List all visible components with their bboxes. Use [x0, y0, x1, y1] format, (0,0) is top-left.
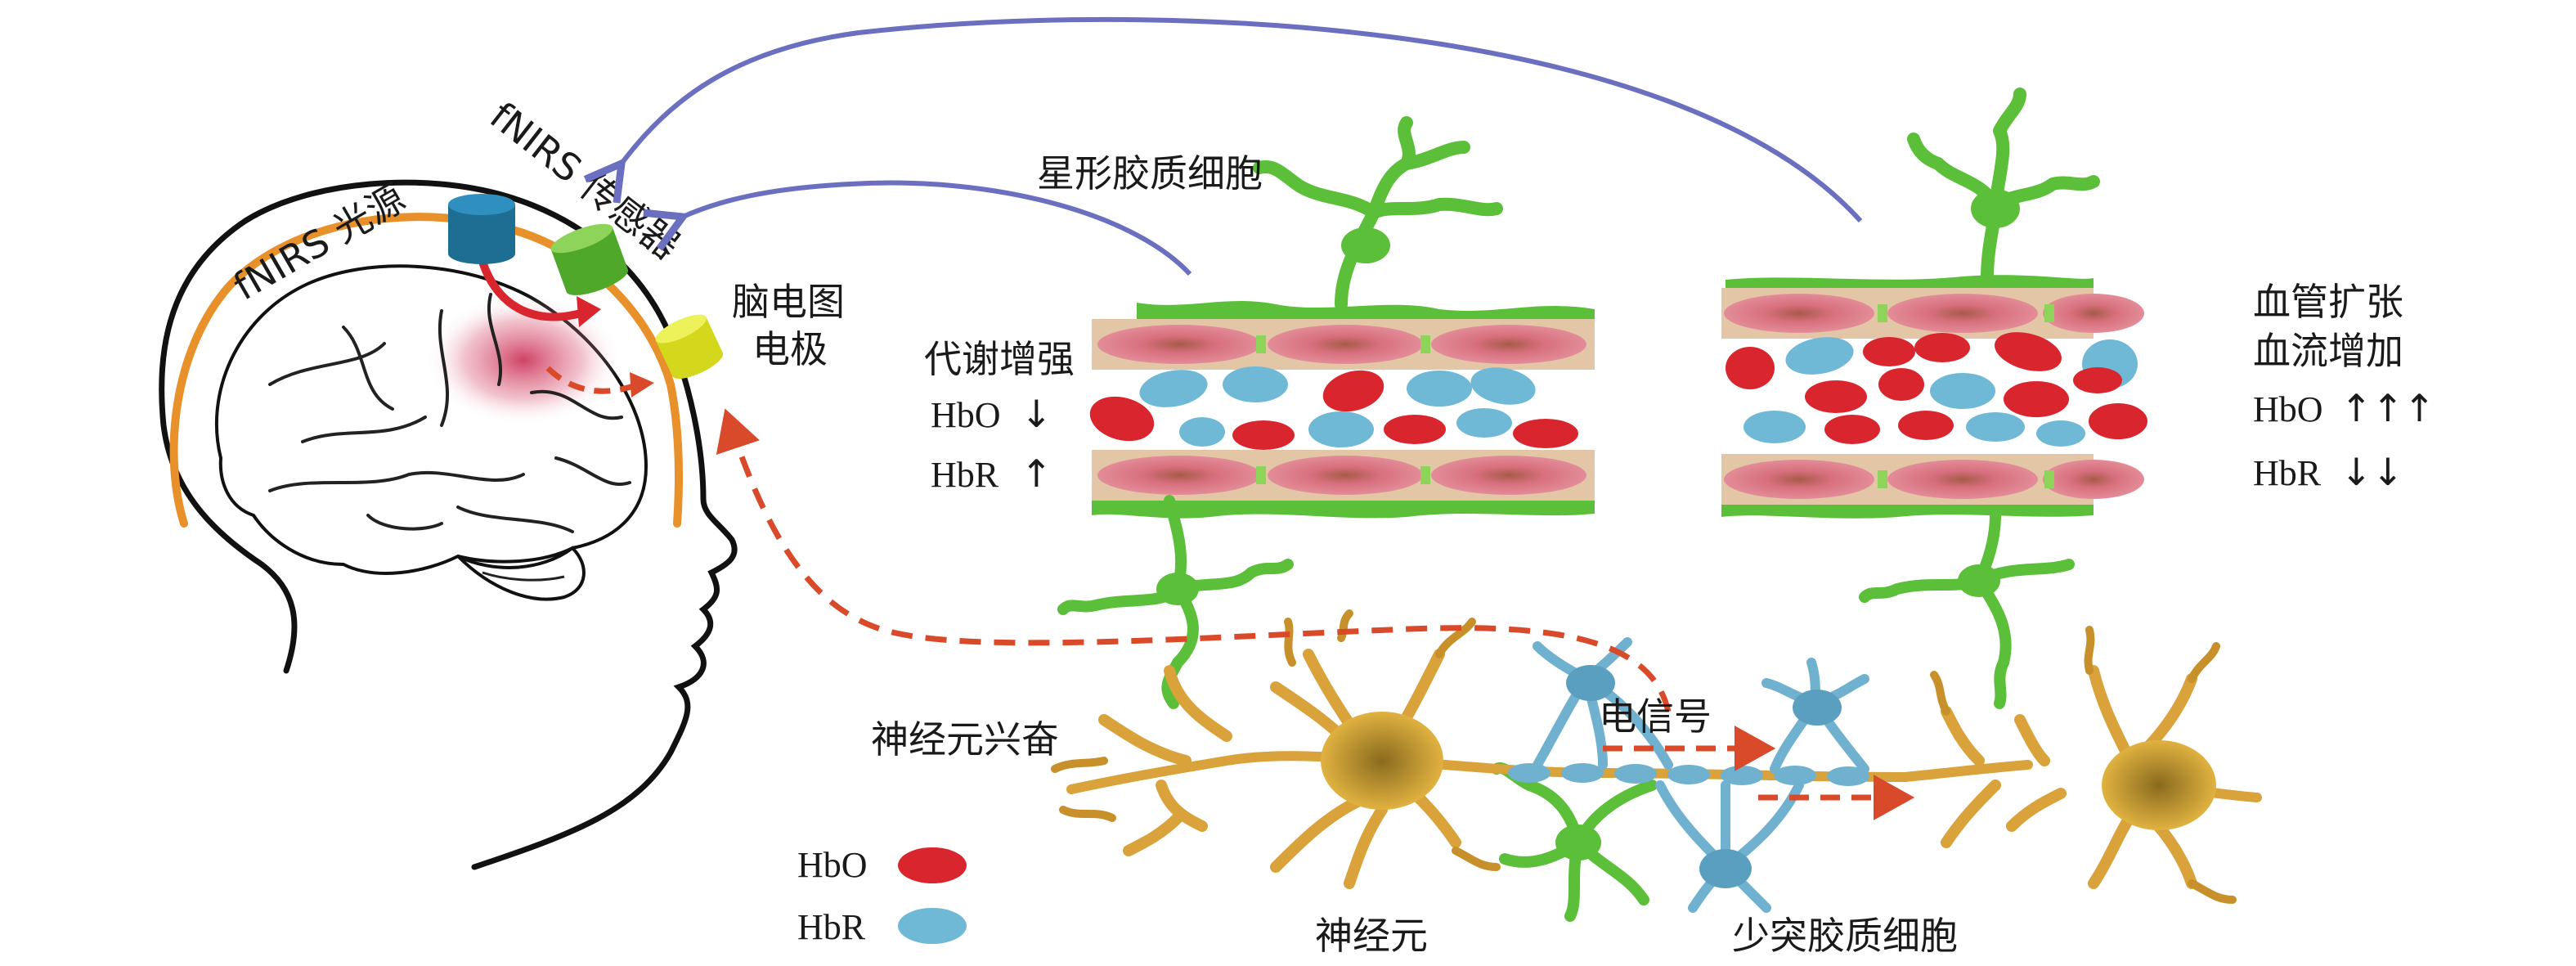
astrocyte-top-left	[1253, 116, 1503, 311]
neuron-soma-right	[2102, 740, 2216, 830]
label-oligodendrocyte: 少突胶质细胞	[1732, 914, 1958, 958]
label-astrocyte: 星形胶质细胞	[1037, 151, 1263, 195]
arrow-hbr-left: ↑	[1021, 452, 1052, 496]
oligodendrocyte-top	[1533, 637, 1673, 770]
myelin-sheath	[1508, 763, 1869, 786]
label-hbo-left: HbO	[931, 395, 1001, 435]
label-hbr-left: HbR	[931, 455, 999, 495]
label-bloodflow: 血流增加	[2253, 329, 2403, 373]
blood-cells-right	[1726, 332, 2147, 447]
neuron-soma-left	[1321, 712, 1443, 810]
vessel-right	[1721, 275, 2147, 519]
astrocyte-bottom-right	[1859, 510, 2075, 709]
fnirs-light-source	[448, 194, 515, 264]
fnirs-sensor	[550, 223, 629, 295]
arrow-hbo-left: ↓	[1021, 392, 1052, 436]
eeg-signal-arrow	[716, 408, 1672, 712]
label-neuron: 神经元	[1315, 914, 1428, 958]
neuron-right	[1901, 626, 2262, 904]
arrow-hbr-right: ↓↓	[2340, 450, 2403, 494]
light-path-dashed	[545, 366, 640, 394]
legend: HbO HbR	[797, 845, 967, 947]
legend-hbo-label: HbO	[797, 845, 868, 885]
head-illustration	[159, 179, 738, 870]
neuron-left	[1051, 609, 1910, 889]
astrocyte-top-right	[1907, 88, 2100, 285]
legend-hbr-label: HbR	[797, 907, 866, 947]
feedback-arrow-long	[583, 16, 1863, 223]
legend-hbr-swatch	[898, 908, 967, 944]
arrow-hbo-right: ↑↑↑	[2340, 386, 2435, 430]
legend-hbo-swatch	[898, 847, 967, 883]
oligodendrocyte-bottom	[1655, 780, 1804, 913]
oligodendrocyte-right	[1761, 658, 1869, 774]
feedback-arrow-short	[643, 180, 1192, 276]
brain	[214, 264, 648, 601]
label-eeg-line2: 电极	[752, 327, 828, 371]
blood-cells-left	[1089, 366, 1578, 450]
label-electric-signal: 电信号	[1599, 694, 1712, 739]
label-neuron-excite: 神经元兴奋	[871, 717, 1059, 762]
light-path-solid	[478, 258, 593, 321]
label-vasodilation: 血管扩张	[2253, 280, 2403, 324]
eeg-electrode	[655, 314, 724, 380]
label-eeg-line1: 脑电图	[732, 280, 845, 324]
label-hbr-right: HbR	[2253, 453, 2322, 493]
astrocyte-bottom-center	[1491, 762, 1658, 922]
head-outline	[159, 179, 738, 870]
vessel-left	[1089, 301, 1595, 519]
label-metabolism: 代谢增强	[924, 337, 1075, 381]
label-hbo-right: HbO	[2253, 389, 2323, 429]
